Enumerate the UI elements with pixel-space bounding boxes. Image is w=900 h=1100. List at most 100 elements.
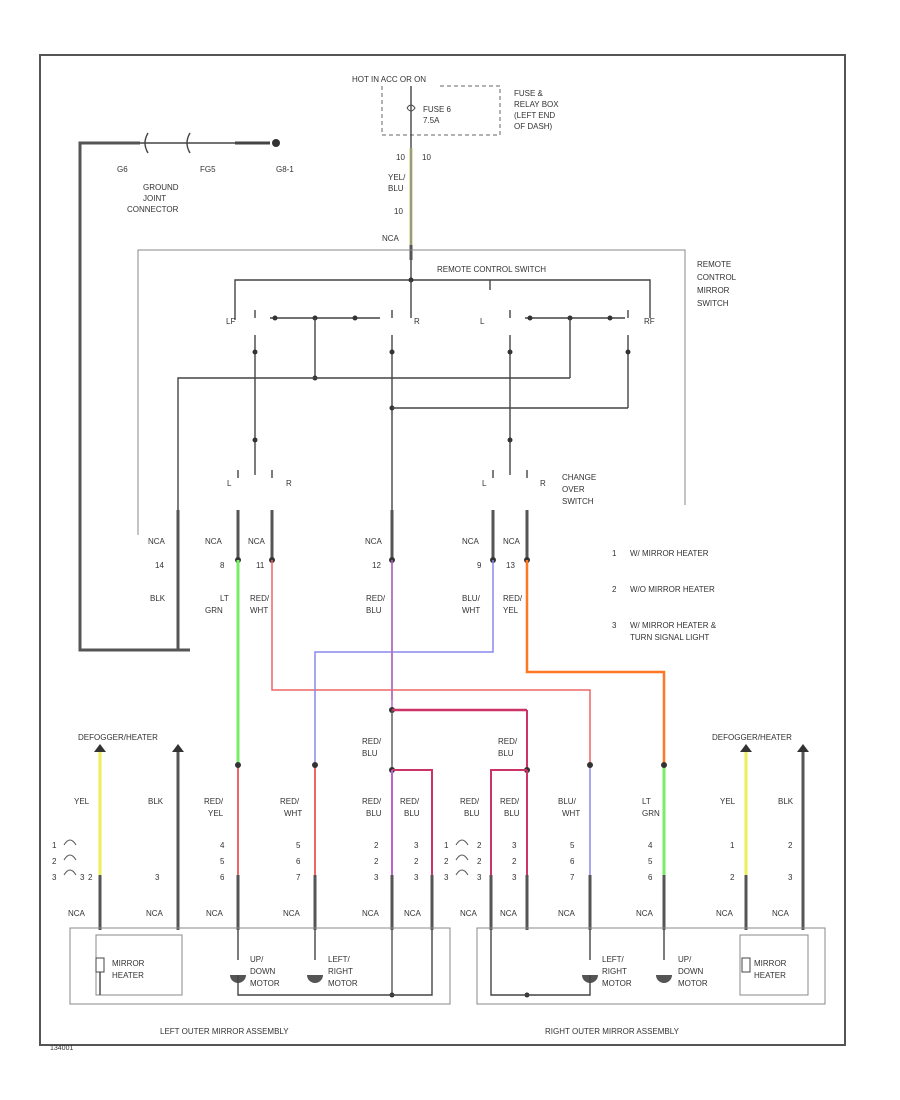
left-mirror-title: LEFT OUTER MIRROR ASSEMBLY <box>160 1027 289 1036</box>
sc5-nca: NCA <box>503 537 521 546</box>
fuse-rating: 7.5A <box>423 116 440 125</box>
changeover-node-1 <box>252 437 258 443</box>
note-2-text: W/O MIRROR HEATER <box>630 585 715 594</box>
right-mirror-title: RIGHT OUTER MIRROR ASSEMBLY <box>545 1027 680 1036</box>
feed-color-1: YEL/ <box>388 173 406 182</box>
power-source-label: HOT IN ACC OR ON <box>352 75 426 84</box>
rm-w0-pin-2: 2 <box>477 857 482 866</box>
left-motor1-label-1: UP/ <box>250 955 264 964</box>
lm-w2-pin-2: 5 <box>220 857 225 866</box>
lm-w4-color-1: RED/ <box>362 797 382 806</box>
lm-w5-pin-1: 3 <box>414 841 419 850</box>
ground-connector-label-3: CONNECTOR <box>127 205 179 214</box>
rm-w3-pin-3: 6 <box>648 873 653 882</box>
rm-w4-color: YEL <box>720 797 736 806</box>
nca-9: NCA <box>558 909 576 918</box>
changeover-r-right: R <box>540 479 546 488</box>
rm-bracket-icon <box>455 839 469 876</box>
wire-red-yel <box>525 560 666 765</box>
switch-return-bus <box>177 377 570 535</box>
mid-left-color-1: RED/ <box>362 737 382 746</box>
left-heater-label-2: HEATER <box>112 971 144 980</box>
terminal-rf: RF <box>644 317 655 326</box>
terminal-l: L <box>480 317 485 326</box>
rm-w3-color-2: GRN <box>642 809 660 818</box>
sc0-color: BLK <box>150 594 166 603</box>
fuse-box-label-3: (LEFT END <box>514 111 555 120</box>
rm-w0-pin-1: 2 <box>477 841 482 850</box>
left-mirror-wire-labels: YEL BLK RED/ YEL RED/ WHT RED/ BLU RED/ … <box>52 797 420 882</box>
note-1-text: W/ MIRROR HEATER <box>630 549 709 558</box>
sc0-pin: 14 <box>155 561 164 570</box>
nca-12: NCA <box>772 909 790 918</box>
footer-code: 134001 <box>50 1045 73 1052</box>
rm-w1-pin-2: 2 <box>512 857 517 866</box>
rm-w3-pin-1: 4 <box>648 841 653 850</box>
lm-w5-pin-3: 3 <box>414 873 419 882</box>
drop-node-3 <box>389 349 395 355</box>
nca-8: NCA <box>500 909 518 918</box>
defogger-left-label: DEFOGGER/HEATER <box>78 733 158 742</box>
contact-node-1 <box>272 315 278 321</box>
changeover-label-2: OVER <box>562 485 585 494</box>
rm-w3-color-1: LT <box>642 797 651 806</box>
lm-w2-color-2: YEL <box>208 809 224 818</box>
fuse-box-label-1: FUSE & <box>514 89 544 98</box>
nca-2: NCA <box>146 909 164 918</box>
wire-blu-wht-cross <box>314 560 494 765</box>
changeover-node-2 <box>507 437 513 443</box>
right-mirror-box <box>476 927 826 1005</box>
right-motor1-label-1: LEFT/ <box>602 955 625 964</box>
note-1-num: 1 <box>612 549 617 558</box>
nca-4: NCA <box>283 909 301 918</box>
lm-w5-color-1: RED/ <box>400 797 420 806</box>
left-mirror-assembly: MIRROR HEATER UP/ DOWN MOTOR LEFT/ RIGHT… <box>69 927 451 1036</box>
wire-red-blu-right-branch <box>490 769 527 875</box>
sc3-nca: NCA <box>365 537 383 546</box>
fuse-section: HOT IN ACC OR ON FUSE 6 7.5A FUSE & RELA… <box>352 75 559 260</box>
defogger-right-arrow2-icon <box>797 744 809 752</box>
rm-w1-color-2: BLU <box>504 809 520 818</box>
wire-red-wht-cross <box>271 560 591 765</box>
right-motor1-label-3: MOTOR <box>602 979 632 988</box>
left-motor2-label-1: LEFT/ <box>328 955 351 964</box>
lm-w2-pin-3: 6 <box>220 873 225 882</box>
nca-5: NCA <box>362 909 380 918</box>
sc2-nca: NCA <box>248 537 266 546</box>
rm-w4-pin-1: 1 <box>730 841 735 850</box>
rm-w3-pin-2: 5 <box>648 857 653 866</box>
changeover-l-right: L <box>482 479 487 488</box>
lm-w2-pin-1: 4 <box>220 841 225 850</box>
lm-w4-pin-2: 2 <box>374 857 379 866</box>
terminal-r: R <box>414 317 420 326</box>
switch-side-label-2: CONTROL <box>697 273 737 282</box>
changeover-r-left: R <box>286 479 292 488</box>
lm-w3-pin-1: 5 <box>296 841 301 850</box>
rm-w4-pin-2: 2 <box>730 873 735 882</box>
fuse-box-label-4: OF DASH) <box>514 122 553 131</box>
changeover-l-left: L <box>227 479 232 488</box>
pin-l2 <box>312 762 318 768</box>
right-motor2-label-2: DOWN <box>678 967 704 976</box>
changeover-label-3: SWITCH <box>562 497 594 506</box>
lm-w0-pin-2: 2 <box>88 873 93 882</box>
lm-w3-color-1: RED/ <box>280 797 300 806</box>
lm-w2-color-1: RED/ <box>204 797 224 806</box>
nca-6: NCA <box>404 909 422 918</box>
switch-side-label-3: MIRROR <box>697 286 730 295</box>
sc2-color-1: RED/ <box>250 594 270 603</box>
left-motor2-label-2: RIGHT <box>328 967 353 976</box>
nca-7: NCA <box>460 909 478 918</box>
rm-w2-pin-1: 5 <box>570 841 575 850</box>
rm-w0-color-1: RED/ <box>460 797 480 806</box>
fuse-name: FUSE 6 <box>423 105 452 114</box>
sc5-color-1: RED/ <box>503 594 523 603</box>
right-heater-label-2: HEATER <box>754 971 786 980</box>
lm-w3-pin-2: 6 <box>296 857 301 866</box>
contact-node-3 <box>352 315 358 321</box>
rm-w2-color-1: BLU/ <box>558 797 577 806</box>
rm-note-2: 2 <box>444 857 449 866</box>
rm-w1-pin-3: 3 <box>512 873 517 882</box>
sc3-pin: 12 <box>372 561 381 570</box>
switch-side-label-4: SWITCH <box>697 299 729 308</box>
